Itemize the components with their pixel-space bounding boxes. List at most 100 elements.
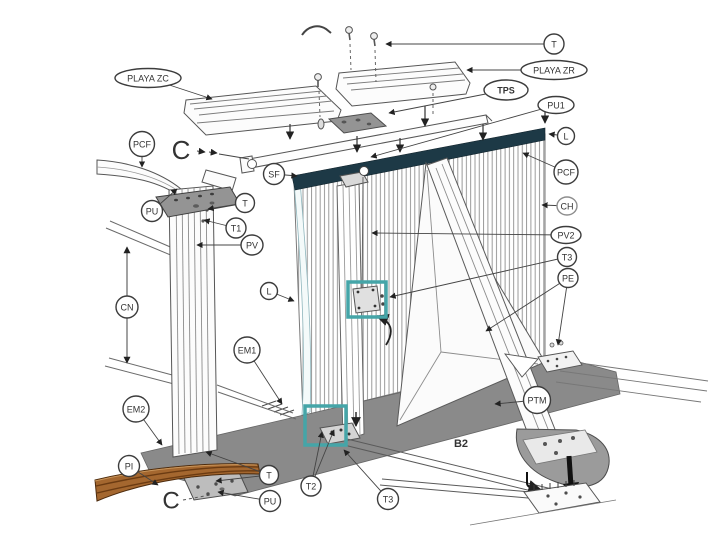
callout-pu-bottom: PU (217, 489, 282, 513)
callout-label-tps: TPS (497, 86, 515, 96)
callout-bubble-pu1 (537, 95, 575, 115)
callout-label-cn: CN (121, 303, 134, 313)
callout-leader-line (555, 277, 569, 346)
callout-em1: EM1 (233, 336, 283, 405)
callout-l-top: L (548, 126, 576, 146)
callout-bubble-t2 (300, 475, 322, 497)
callout-label-t1: T1 (231, 224, 242, 234)
callout-bubble-sf (262, 162, 286, 186)
callout-label-playa-zr: PLAYA ZR (533, 66, 575, 76)
callout-label-em2: EM2 (127, 405, 146, 415)
wall-joint-strip (336, 166, 369, 442)
callout-bubble-playa-zr (520, 59, 588, 81)
callout-bubble-t-left (234, 192, 256, 214)
callout-label-ch: CH (561, 202, 574, 212)
callout-bubble-tps (483, 79, 529, 101)
section-letter: C (162, 488, 179, 515)
ground-base-plate (469, 480, 617, 526)
screw (314, 73, 325, 130)
callout-label-sf: SF (268, 170, 280, 180)
callout-bubble-pu-bottom (258, 489, 282, 513)
callout-bubble-ch (556, 196, 578, 216)
screw (370, 32, 378, 83)
callout-pu-left: PU (140, 188, 178, 223)
callout-t3-bottom: T3 (343, 449, 400, 511)
callout-bubble-cn (115, 295, 139, 319)
callout-bubble-playa-zc (114, 67, 182, 89)
callout-leader-line (370, 104, 557, 159)
callout-l-mid: L (259, 281, 295, 302)
floor-right-ledge (555, 360, 709, 403)
callout-sf: SF (262, 162, 298, 186)
wall-edge-curl (293, 180, 312, 416)
callout-cn: CN (115, 295, 139, 319)
assembly-direction-arrows (196, 147, 250, 160)
callout-pe: PE (485, 267, 579, 346)
top-rail-playa-zc (183, 73, 342, 136)
callout-bubble-pcf-left (128, 130, 156, 158)
highlight-box-mid-bracket (346, 280, 388, 319)
callout-pu1: PU1 (370, 95, 575, 159)
callout-label-t-top: T (551, 40, 557, 50)
brace-foot-plate (515, 428, 610, 488)
floor-anchor-plate (503, 340, 583, 378)
callout-pv2: PV2 (371, 225, 582, 245)
wire-clip (301, 25, 332, 36)
section-letter: C (172, 135, 191, 165)
callout-label-t-bottom: T (266, 471, 272, 481)
callout-label-pe: PE (562, 274, 574, 284)
callout-label-pu1: PU1 (547, 101, 565, 111)
c-section-dashed-line (182, 494, 211, 501)
callout-label-l-mid: L (266, 287, 271, 297)
callout-label-l-top: L (563, 132, 568, 142)
callout-label-t-left: T (242, 199, 248, 209)
tie-bars (343, 438, 557, 499)
callout-label-t3-right: T3 (562, 253, 573, 263)
callout-bubble-t3-bottom (376, 487, 400, 511)
callout-ch: CH (541, 196, 578, 216)
callout-bubble-pe (557, 267, 579, 289)
callout-leader-line (371, 229, 567, 237)
callout-bubble-em1 (233, 336, 261, 364)
screw (429, 83, 437, 116)
callout-label-pi: PI (125, 462, 134, 472)
callout-leader-line (389, 256, 568, 299)
part-label-B2: B2 (454, 438, 468, 450)
callout-t2: T2 (300, 429, 335, 497)
callout-pi: PI (117, 454, 159, 486)
callout-label-t2: T2 (306, 482, 317, 492)
callout-label-em1: EM1 (238, 346, 257, 356)
callout-label-ptm: PTM (528, 396, 547, 406)
callout-tps: TPS (388, 79, 529, 115)
vertical-post (168, 185, 218, 458)
joint-top-cap (339, 171, 369, 188)
callout-label-playa-zc: PLAYA ZC (127, 74, 169, 84)
callout-bubble-pv2 (550, 225, 582, 245)
callout-label-pu-left: PU (146, 207, 159, 217)
callout-t-top: T (385, 33, 565, 55)
stabilizer-rail (239, 114, 493, 174)
callout-bubble-t-top (543, 33, 565, 55)
tps-top-plate (327, 112, 388, 134)
callout-label-pv2: PV2 (557, 231, 574, 241)
top-rail-playa-zr (301, 25, 471, 107)
callout-bubble-ptm (522, 385, 552, 415)
callout-bubble-t-bottom (258, 464, 280, 486)
callout-playa-zr: PLAYA ZR (466, 59, 588, 81)
callout-bubble-l-top (556, 126, 576, 146)
callout-leader-line (205, 450, 270, 476)
callout-bubble-l-mid (259, 281, 279, 301)
callout-pv: PV (196, 234, 264, 256)
callout-label-pcf-left: PCF (133, 140, 152, 150)
callout-leader-line (485, 277, 569, 332)
callout-em2: EM2 (122, 395, 163, 446)
callout-bubble-em2 (122, 395, 150, 423)
callout-label-pu-bottom: PU (264, 497, 277, 507)
callout-playa-zc: PLAYA ZC (114, 67, 213, 101)
callout-ptm: PTM (494, 385, 552, 415)
left-side-rails (104, 220, 297, 420)
callout-pcf-left: PCF (128, 130, 156, 168)
